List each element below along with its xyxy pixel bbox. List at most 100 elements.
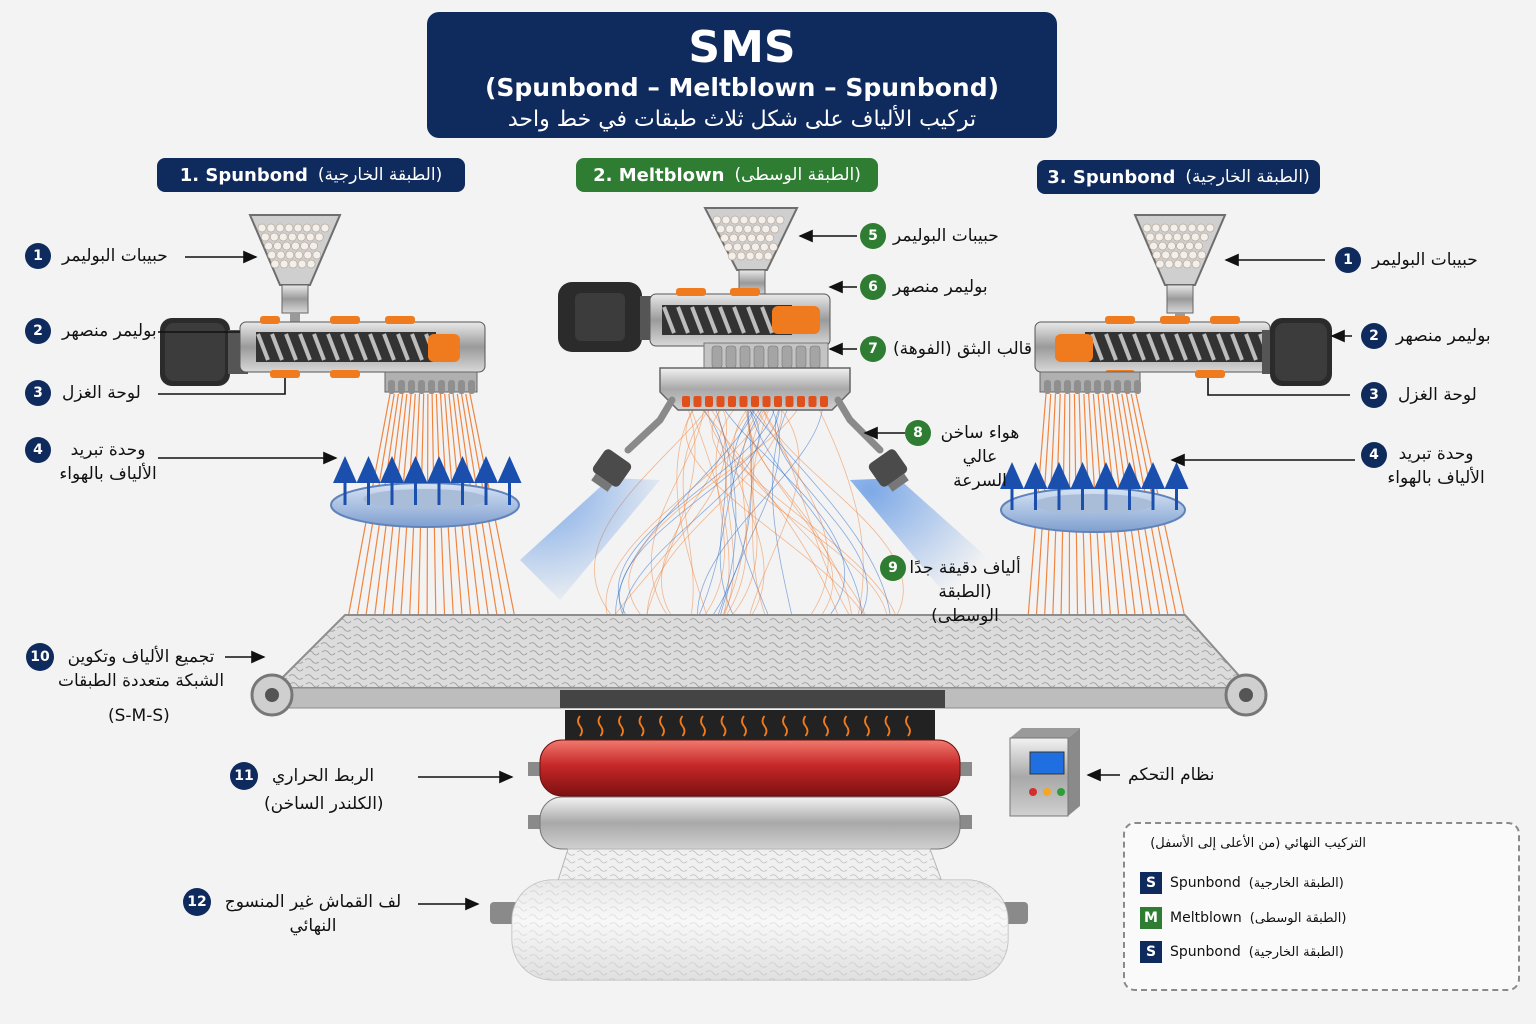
- polymer-pellet: [1179, 250, 1189, 260]
- polymer-pellet: [1185, 241, 1194, 251]
- section-header-spunbond-1: 1. Spunbond (الطبقة الخارجية): [157, 158, 465, 192]
- page-subtitle: (Spunbond – Meltblown – Spunbond): [484, 73, 1000, 102]
- label-web-formation: تجميع الألياف وتكوين الشبكة متعددة الطبق…: [57, 647, 225, 691]
- polymer-pellet: [303, 250, 313, 260]
- meltblown-nozzle: [820, 396, 828, 407]
- screw-flight: [396, 333, 410, 361]
- polymer-pellet: [751, 242, 760, 252]
- polymer-pellet: [293, 223, 303, 233]
- spinneret-nozzle: [458, 380, 465, 394]
- meltblown-fiber: [697, 407, 823, 616]
- polymer-pellet: [761, 224, 771, 234]
- polymer-pellet: [257, 223, 267, 233]
- screw-flight: [662, 306, 676, 334]
- polymer-pellet: [734, 224, 744, 234]
- badge-num-r3: 3: [1369, 387, 1379, 403]
- badge-l11: [230, 762, 258, 790]
- polymer-pellet: [775, 215, 785, 225]
- badge-num-m5: 5: [868, 228, 878, 244]
- meltblown-fiber: [726, 407, 761, 616]
- polymer-pellet: [1167, 241, 1176, 251]
- polymer-pellet: [1182, 259, 1192, 269]
- page-title: SMS: [688, 22, 796, 73]
- badge-num-m7: 7: [868, 341, 878, 357]
- heat-wave: [597, 715, 604, 737]
- polymer-pellet: [752, 224, 762, 234]
- heat-wave: [802, 715, 809, 737]
- polymer-pellet: [747, 233, 756, 243]
- label-cooling-unit-right: وحدة تبريد الألياف بالهواء: [1387, 444, 1485, 488]
- screw-flight: [368, 333, 382, 361]
- polymer-pellet: [1152, 250, 1162, 260]
- polymer-pellet: [1154, 232, 1164, 242]
- polymer-pellet: [266, 223, 276, 233]
- die-column: [781, 345, 793, 369]
- meltblown-nozzle: [762, 396, 771, 407]
- screw-flight: [1202, 333, 1216, 361]
- polymer-pellet: [279, 259, 289, 269]
- polymer-pellet: [300, 241, 309, 251]
- meltblown-fiber: [712, 407, 888, 616]
- screw-flight: [1104, 333, 1118, 361]
- meltblown-fiber: [685, 407, 865, 616]
- polymer-pellet: [765, 233, 774, 243]
- badge-l10: [26, 643, 54, 671]
- page-description: تركيب الألياف على شكل ثلاث طبقات في خط و…: [507, 107, 977, 132]
- meltblown-fiber: [724, 407, 754, 616]
- badge-r3: [1361, 382, 1387, 408]
- die-column: [725, 345, 737, 369]
- polymer-pellet: [305, 232, 315, 242]
- screw-flight: [760, 306, 774, 334]
- meltblown-fiber: [772, 407, 793, 616]
- badge-m6: [860, 274, 886, 300]
- meltblown-nozzle: [785, 396, 794, 407]
- screw-flight: [746, 306, 760, 334]
- polymer-pellet: [770, 224, 780, 234]
- label-polymer-pellets-right: حبيبات البوليمر: [1372, 250, 1478, 270]
- meltblown-nozzle: [774, 396, 782, 407]
- section-header-spunbond-3: 3. Spunbond (الطبقة الخارجية): [1037, 160, 1320, 194]
- polymer-pellet: [264, 241, 273, 251]
- polymer-pellet: [729, 233, 738, 243]
- legend-title: التركيب النهائي (من الأعلى إلى الأسفل): [1150, 836, 1366, 851]
- polymer-pellet: [309, 241, 318, 251]
- polymer-pellet: [1205, 223, 1215, 233]
- pointer-arrows: [158, 229, 1355, 911]
- screw-flight: [718, 306, 732, 334]
- meltblown-nozzle: [808, 396, 817, 407]
- screw-flight: [382, 333, 396, 361]
- label-thermal-bonding: الربط الحراري: [272, 766, 375, 786]
- polymer-pellet: [727, 251, 737, 261]
- polymer-pellet: [287, 232, 297, 242]
- heat-wave: [884, 715, 891, 737]
- meltblown-fiber: [617, 407, 775, 616]
- heat-wave: [843, 715, 850, 737]
- heat-wave: [864, 715, 870, 737]
- polymer-pellet: [1181, 232, 1191, 242]
- screw-flight: [1090, 333, 1104, 361]
- number-badges: [25, 223, 1387, 916]
- polymer-pellet: [766, 215, 776, 225]
- spinneret-nozzle: [1044, 380, 1051, 394]
- thermal-bonding-calender: [528, 710, 972, 891]
- polymer-pellet: [712, 215, 722, 225]
- badge-num-l11: 11: [234, 768, 254, 784]
- screw-flight: [410, 333, 424, 361]
- polymer-pellet: [1173, 259, 1183, 269]
- spinneret-nozzle: [428, 380, 435, 394]
- heat-wave: [741, 715, 747, 737]
- polymer-pellet: [748, 215, 758, 225]
- heat-wave: [720, 715, 727, 737]
- polymer-pellet: [302, 223, 312, 233]
- meltblown-nozzle: [797, 396, 805, 407]
- heat-wave: [905, 715, 911, 737]
- screw-flight: [1188, 333, 1202, 361]
- hot-calender-roller: [539, 739, 961, 797]
- polymer-pellet: [1199, 232, 1209, 242]
- badge-m8: [905, 420, 931, 446]
- meltblown-fiber: [650, 407, 705, 616]
- heat-wave: [823, 715, 829, 737]
- polymer-pellet: [756, 233, 765, 243]
- spinneret-nozzle: [1074, 380, 1081, 394]
